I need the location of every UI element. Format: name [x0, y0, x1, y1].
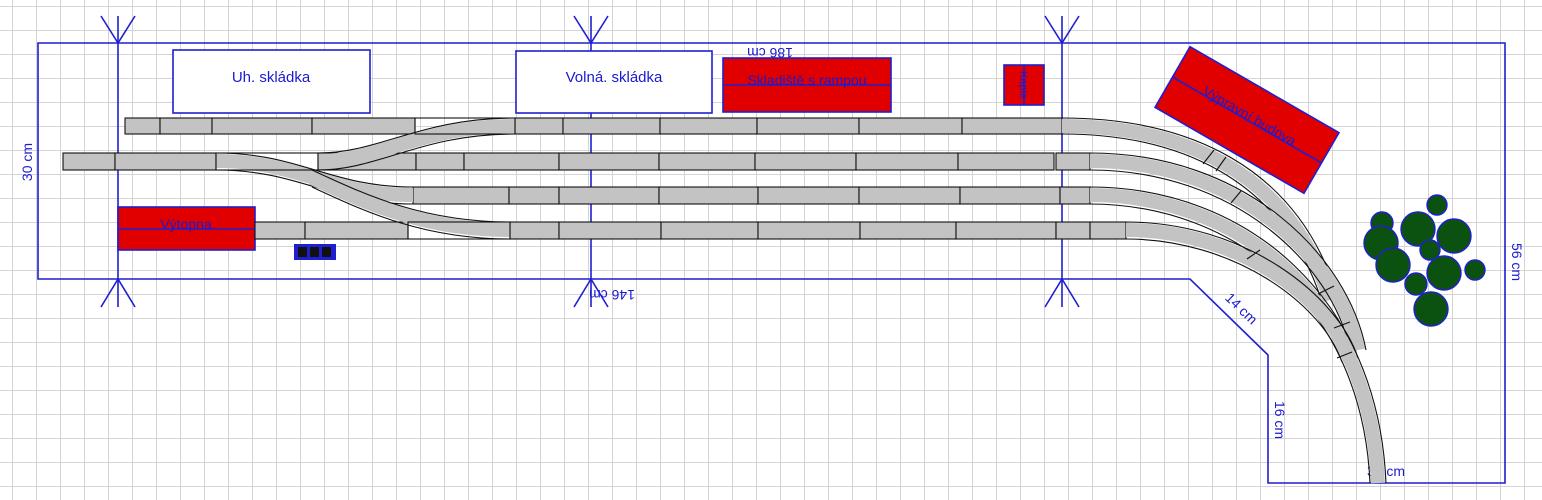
engine-shed: Výtopna	[117, 206, 256, 251]
tree-cluster	[1363, 194, 1486, 327]
signal-block	[294, 244, 336, 260]
small-house: Kaple	[1003, 64, 1045, 106]
dim-length-top: 186 cm	[747, 45, 793, 61]
track-4	[254, 221, 1127, 240]
free-depot-label: Volná. skládka	[566, 69, 663, 86]
turnouts	[215, 117, 516, 240]
dim-length-bottom: 146 cm	[589, 287, 635, 303]
tracks	[62, 117, 1127, 240]
track-1	[124, 117, 1063, 135]
warehouse-with-ramp: Skladiště s rampou	[722, 57, 892, 113]
dim-height-left: 30 cm	[19, 143, 35, 181]
track-3	[412, 186, 1091, 205]
warehouse-label: Skladiště s rampou	[747, 72, 866, 88]
dim-right-inner: 16 cm	[1272, 401, 1288, 439]
free-depot: Volná. skládka	[515, 50, 713, 114]
curved-tracks	[1061, 117, 1387, 484]
small-house-label: Kaple	[1017, 71, 1029, 99]
track-2	[62, 152, 1091, 171]
engine-shed-label: Výtopna	[160, 216, 212, 232]
dim-diagonal: 14 cm	[1222, 289, 1261, 327]
baseboard-outline	[37, 42, 1506, 484]
coal-depot-label: Uh. skládka	[232, 69, 311, 86]
dim-right-outer: 56 cm	[1509, 243, 1525, 281]
coal-depot: Uh. skládka	[172, 49, 371, 114]
